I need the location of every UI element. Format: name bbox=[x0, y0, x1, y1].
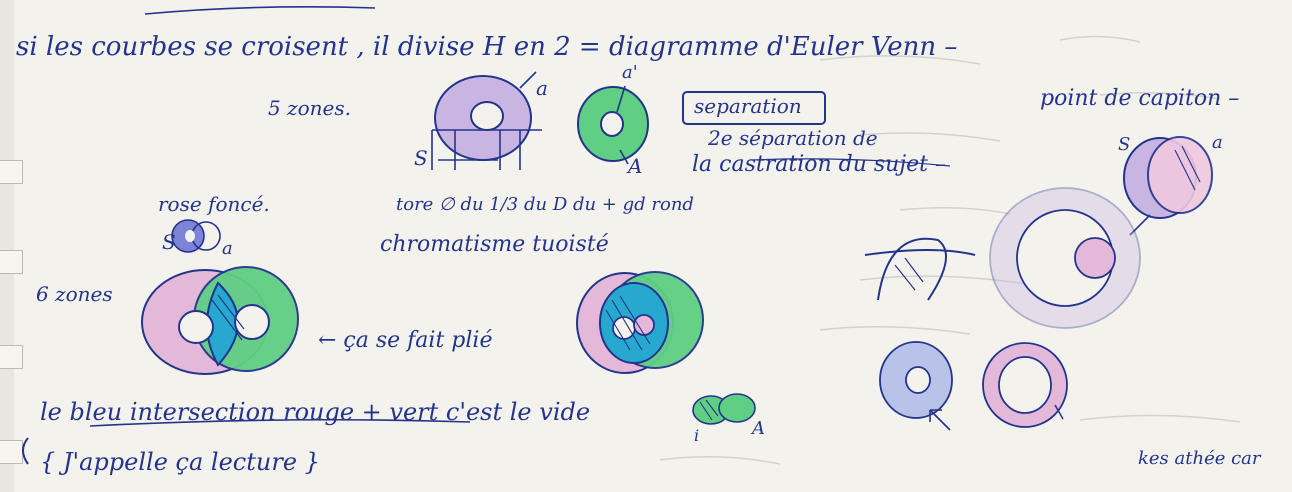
separation-label: separation bbox=[694, 94, 802, 118]
bottom-lecture-line: { J'appelle ça lecture } bbox=[40, 448, 320, 476]
middle-venn-diagram bbox=[576, 271, 704, 374]
line-venn-heading: si les courbes se croisent , il divise H… bbox=[16, 32, 958, 62]
bottom-right-note: kes athée car bbox=[1138, 448, 1261, 469]
binder-margin bbox=[0, 0, 14, 492]
binder-tab bbox=[0, 250, 23, 274]
bleed-through-marks bbox=[659, 35, 1241, 465]
small-green-venn bbox=[692, 393, 756, 425]
label-s-right: S bbox=[1118, 134, 1131, 155]
separation-box bbox=[682, 91, 826, 125]
label-a-small: a bbox=[222, 238, 233, 259]
rotation-sketch bbox=[864, 237, 976, 301]
bottom-right-rings bbox=[879, 341, 1068, 431]
bleu-intersection-line: le bleu intersection rouge + vert c'est … bbox=[40, 398, 591, 426]
chromatisme-line: chromatisme tuoisté bbox=[380, 232, 609, 257]
binder-tab bbox=[0, 345, 23, 369]
label-a-right: a bbox=[1212, 132, 1223, 153]
fraction-line: tore ∅ du 1/3 du D du + gd rond bbox=[396, 194, 694, 215]
rose-fonce-label: rose foncé. bbox=[158, 192, 270, 216]
label-s: S bbox=[414, 146, 428, 170]
bottom-underline bbox=[89, 418, 471, 427]
separation-line-3: la castration du sujet – bbox=[692, 152, 947, 177]
label-6-zones: 6 zones bbox=[36, 282, 113, 306]
bottom-brace bbox=[22, 437, 29, 465]
label-5-zones: 5 zones. bbox=[268, 96, 351, 120]
large-venn-6-zones bbox=[141, 266, 299, 375]
label-A: A bbox=[628, 154, 643, 178]
green-torus-a-prime bbox=[577, 85, 649, 165]
label-i: i bbox=[694, 426, 700, 445]
ca-se-fait-label: ← ça se fait plié bbox=[318, 328, 493, 353]
small-venn-rose-fonce bbox=[171, 219, 221, 253]
right-venn-s-a bbox=[1123, 136, 1213, 236]
separation-line-2: 2e séparation de bbox=[708, 126, 878, 150]
cut-off-scribble bbox=[144, 6, 376, 15]
torus-diagram-s-a bbox=[431, 71, 542, 170]
right-large-torus bbox=[989, 187, 1141, 329]
label-a-prime: a' bbox=[622, 62, 638, 83]
point-capiton-label: point de capiton – bbox=[1040, 86, 1240, 111]
label-a: a bbox=[536, 76, 548, 100]
binder-tab bbox=[0, 160, 23, 184]
underline-scribble bbox=[749, 158, 951, 167]
label-s-small: S bbox=[162, 230, 176, 254]
label-A-small: A bbox=[752, 418, 765, 439]
